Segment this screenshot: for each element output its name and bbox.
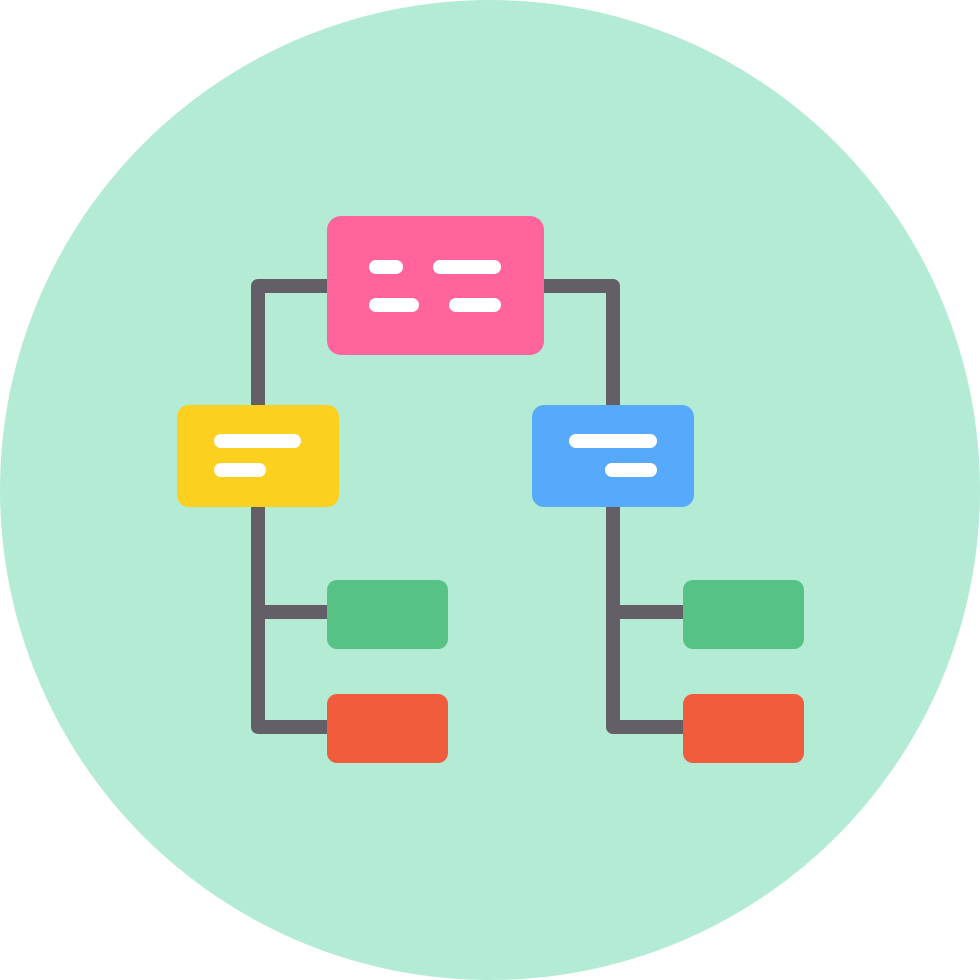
left-leaf-red-node [327, 694, 448, 763]
left-branch-node-box [177, 405, 339, 507]
right-branch-node-box [532, 405, 694, 507]
left-leaf-green-node [327, 580, 448, 649]
connector-root-left [251, 279, 330, 408]
connector-lines [251, 279, 686, 734]
left-branch-node-text-lines [214, 434, 301, 477]
root-node-box [327, 216, 544, 355]
root-node-text-lines [369, 260, 501, 312]
right-branch-node-text-lines [569, 434, 657, 477]
right-branch-node [532, 405, 694, 507]
right-leaf-red-node [683, 694, 804, 763]
connector-right-trunk [606, 504, 686, 734]
left-branch-node [177, 405, 339, 507]
right-leaf-green-node [683, 580, 804, 649]
connector-root-right [540, 279, 620, 408]
root-node [327, 216, 544, 355]
connector-left-trunk [251, 504, 330, 734]
